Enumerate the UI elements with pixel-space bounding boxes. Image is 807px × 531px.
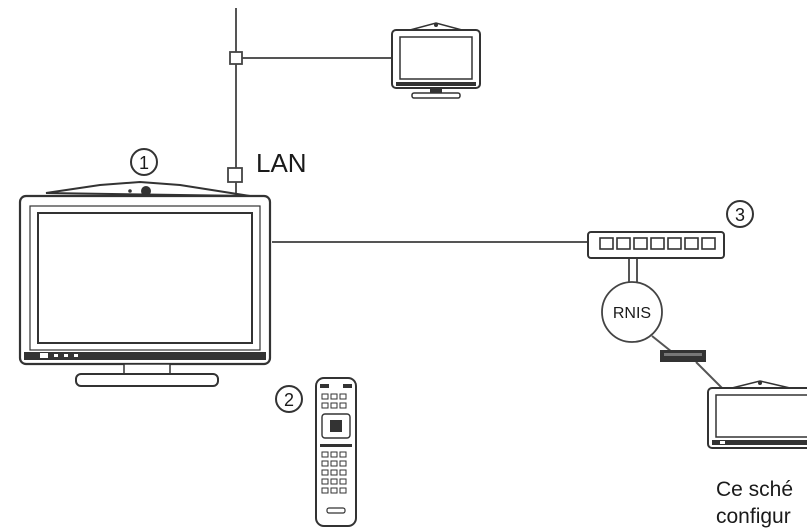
lan-label: LAN	[256, 148, 307, 178]
main-display-unit	[18, 180, 272, 387]
remote-monitor-top	[391, 22, 481, 99]
rnis-label: RNIS	[613, 305, 651, 322]
caption-line-2: configur	[716, 505, 791, 528]
rnis-to-box-line	[651, 335, 673, 353]
box-to-monitor-line	[695, 361, 723, 389]
svg-text:3: 3	[735, 205, 745, 225]
camera-lens	[141, 186, 151, 196]
callout-3: 3	[726, 200, 754, 228]
lan-junction-bottom	[227, 167, 243, 183]
svg-text:1: 1	[139, 153, 149, 173]
svg-text:2: 2	[284, 390, 294, 410]
remote-monitor-bottom	[707, 380, 807, 449]
network-switch	[587, 231, 725, 259]
remote-control	[315, 377, 357, 527]
caption-line-1: Ce sché	[716, 478, 793, 501]
callout-2: 2	[275, 385, 303, 413]
callout-1: 1	[130, 148, 158, 176]
rnis-node: RNIS	[601, 281, 663, 343]
lan-junction-top	[229, 51, 243, 65]
